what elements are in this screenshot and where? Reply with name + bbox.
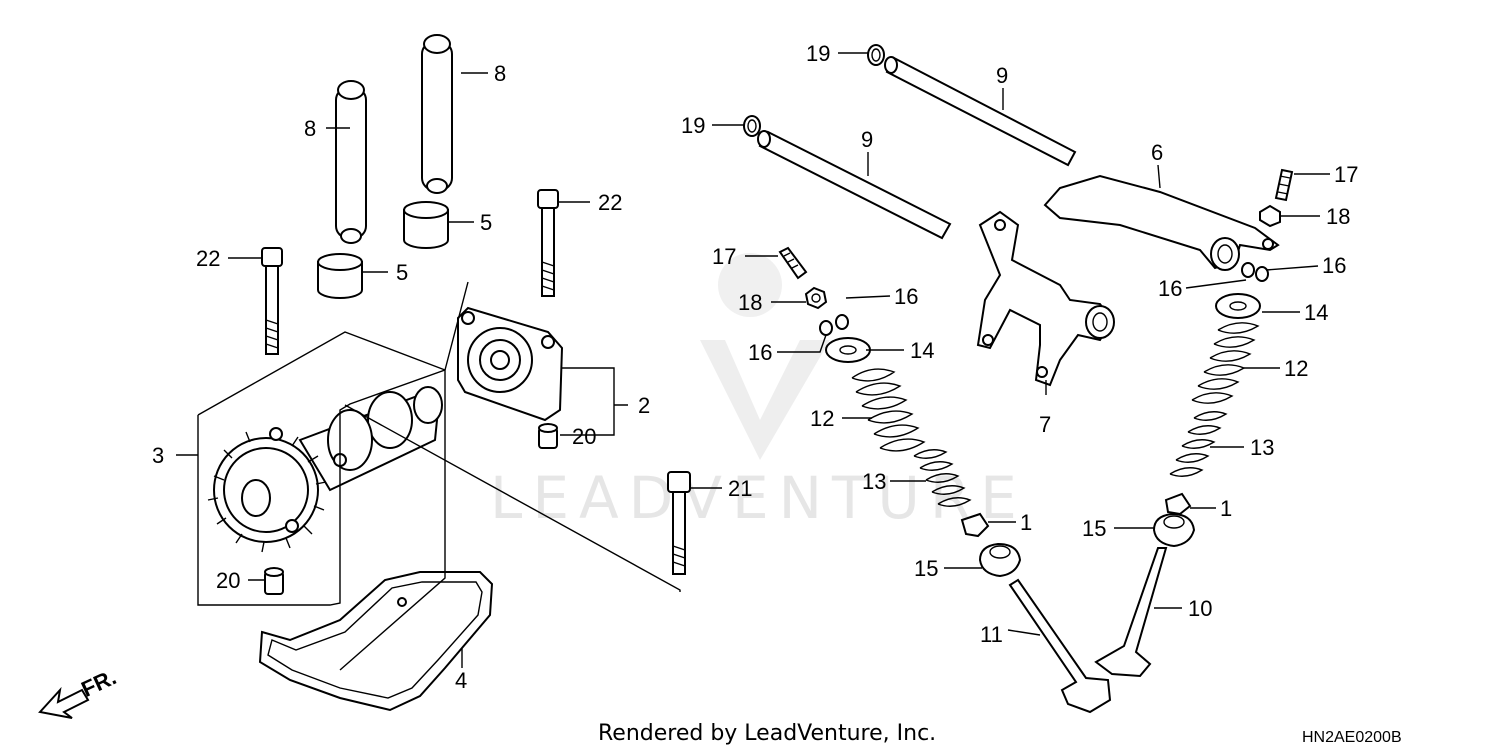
- callout-1: 1: [1020, 510, 1032, 535]
- spring-seat-15-right[interactable]: [1152, 512, 1196, 548]
- callout-16: 16: [748, 340, 772, 365]
- callout-13: 13: [862, 469, 886, 494]
- callout-12: 12: [1284, 356, 1308, 381]
- callout-15: 15: [1082, 516, 1106, 541]
- nut-18-right[interactable]: [1259, 204, 1281, 228]
- spring-seat-15-left[interactable]: [978, 542, 1022, 578]
- retainer-14-right[interactable]: [1215, 293, 1261, 319]
- callout-8: 8: [304, 116, 316, 141]
- callout-16: 16: [1158, 276, 1182, 301]
- pushrod-8-left[interactable]: [335, 80, 367, 244]
- callout-17: 17: [712, 244, 736, 269]
- callout-15: 15: [914, 556, 938, 581]
- callout-5: 5: [396, 260, 408, 285]
- watermark-text: LEADVENTURE: [490, 464, 1027, 532]
- oring-19-upper[interactable]: [867, 44, 885, 66]
- stem-seal-1-right[interactable]: [1164, 492, 1192, 516]
- stem-seal-1-left[interactable]: [960, 512, 990, 538]
- front-arrow-icon: FR.: [38, 664, 120, 719]
- adjust-screw-17-left[interactable]: [778, 246, 808, 280]
- spring-12-left[interactable]: [851, 368, 926, 452]
- gasket-4[interactable]: [258, 571, 494, 712]
- retainer-14-left[interactable]: [825, 337, 871, 363]
- callout-13: 13: [1250, 435, 1274, 460]
- callout-14: 14: [910, 338, 934, 363]
- callout-18: 18: [1326, 204, 1350, 229]
- cotter-16-right[interactable]: [1241, 262, 1269, 282]
- cotter-16-left[interactable]: [819, 314, 849, 336]
- callout-10: 10: [1188, 596, 1212, 621]
- intake-valve-10[interactable]: [1094, 547, 1168, 678]
- callout-7: 7: [1039, 412, 1051, 437]
- pushrod-9-lower[interactable]: [757, 130, 952, 240]
- oring-19-lower[interactable]: [743, 115, 761, 137]
- callout-17: 17: [1334, 162, 1358, 187]
- callout-18: 18: [738, 290, 762, 315]
- lifter-5-upper[interactable]: [403, 201, 449, 249]
- callout-14: 14: [1304, 300, 1328, 325]
- bearing-holder-2[interactable]: [457, 306, 564, 422]
- dowel-20-lower[interactable]: [264, 567, 284, 595]
- dowel-20-upper[interactable]: [538, 423, 558, 449]
- bolt-21[interactable]: [667, 471, 691, 575]
- callout-19: 19: [806, 41, 830, 66]
- callout-16: 16: [1322, 253, 1346, 278]
- callout-3: 3: [152, 443, 164, 468]
- callout-20: 20: [572, 424, 596, 449]
- spring-12-right[interactable]: [1191, 322, 1260, 404]
- bolt-22-right[interactable]: [537, 189, 559, 297]
- callout-6: 6: [1151, 140, 1163, 165]
- callout-16: 16: [894, 284, 918, 309]
- pushrod-8-right[interactable]: [421, 34, 453, 194]
- pushrod-9-upper[interactable]: [884, 56, 1077, 167]
- callout-22: 22: [598, 190, 622, 215]
- callout-9: 9: [996, 63, 1008, 88]
- spring-13-right[interactable]: [1169, 411, 1228, 477]
- lifter-5-lower[interactable]: [317, 253, 363, 299]
- callout-2: 2: [638, 393, 650, 418]
- leader-lines: [176, 52, 1330, 668]
- callouts: 8 8 5 5 22 22 2 20 20 3 21 4 19 19 9 9 1…: [152, 41, 1358, 693]
- callout-4: 4: [455, 668, 467, 693]
- rocker-arm-6[interactable]: [1043, 174, 1280, 271]
- callout-8: 8: [494, 61, 506, 86]
- callout-11: 11: [980, 622, 1003, 647]
- camshaft-3[interactable]: [207, 386, 443, 553]
- footer-credit: Rendered by LeadVenture, Inc.: [598, 721, 936, 746]
- spring-13-left[interactable]: [913, 449, 972, 507]
- watermark: LEADVENTURE: [490, 253, 1027, 532]
- rocker-arm-7[interactable]: [976, 210, 1115, 387]
- callout-20: 20: [216, 568, 240, 593]
- callout-21: 21: [728, 476, 752, 501]
- exhaust-valve-11[interactable]: [1008, 578, 1112, 714]
- callout-22: 22: [196, 246, 220, 271]
- callout-12: 12: [810, 406, 834, 431]
- nut-18-left[interactable]: [804, 286, 828, 310]
- callout-19: 19: [681, 113, 705, 138]
- callout-1: 1: [1220, 496, 1232, 521]
- bolt-22-left[interactable]: [261, 247, 283, 355]
- diagram-code: HN2AE0200B: [1302, 729, 1402, 746]
- callout-5: 5: [480, 210, 492, 235]
- callout-9: 9: [861, 127, 873, 152]
- adjust-screw-17-right[interactable]: [1274, 168, 1294, 202]
